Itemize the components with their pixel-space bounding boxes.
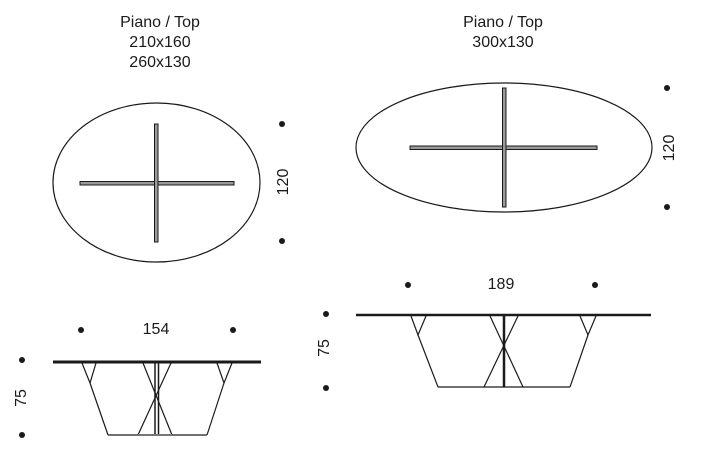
dimension-dot [664, 204, 670, 210]
caption-size: 210x160 [129, 34, 191, 51]
caption-title: Piano / Top [463, 14, 543, 31]
height-label-large: 75 [316, 339, 333, 357]
dimension-dot [592, 282, 598, 288]
width-label-small: 154 [142, 321, 170, 338]
dimension-dot [323, 385, 329, 391]
tabletop-outline [52, 102, 261, 263]
depth-label-large: 120 [661, 134, 678, 162]
elevation-large [356, 313, 651, 388]
depth-label-small: 120 [275, 168, 292, 196]
tabletop-outline [355, 82, 653, 213]
dimension-dot [279, 238, 285, 244]
dimension-dot [664, 85, 670, 91]
caption-size: 260x130 [129, 54, 191, 71]
height-label-small: 75 [13, 389, 30, 407]
width-label-large: 189 [487, 276, 515, 293]
plan-view-large [355, 82, 670, 213]
dimension-dot [19, 432, 25, 438]
elevation-small [53, 360, 261, 436]
dimension-dot [19, 357, 25, 363]
dimension-dot [78, 327, 84, 333]
caption-large-table: Piano / Top 300x130 [438, 13, 568, 53]
cross-base-icon [409, 87, 598, 208]
dimension-dot [230, 327, 236, 333]
plan-view-small [52, 102, 285, 263]
caption-size: 300x130 [472, 34, 534, 51]
dimension-dot [405, 282, 411, 288]
dimension-dot [323, 311, 329, 317]
caption-small-table: Piano / Top 210x160 260x130 [95, 13, 225, 73]
cross-base-icon [79, 123, 235, 243]
dimension-dot [279, 121, 285, 127]
caption-title: Piano / Top [120, 14, 200, 31]
